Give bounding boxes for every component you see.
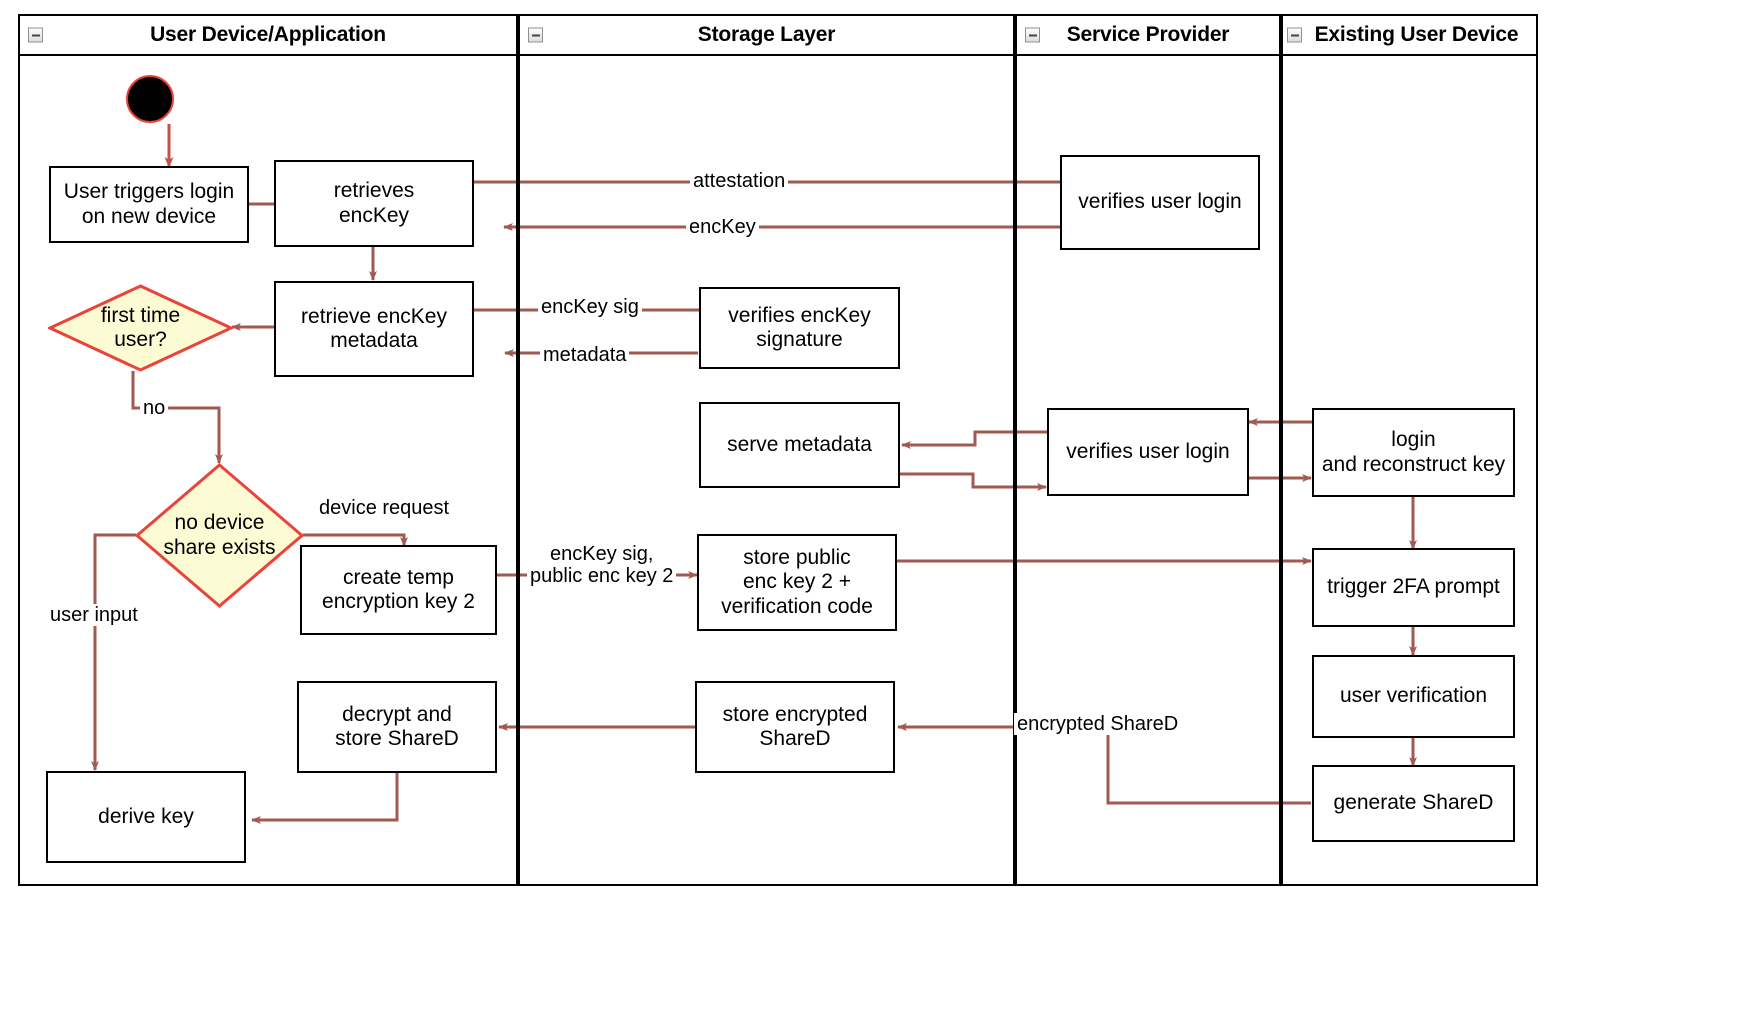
- edge-device-request: [303, 533, 408, 547]
- node-retrieves-enckey[interactable]: retrieves encKey: [274, 160, 474, 247]
- diamond-shape: [135, 463, 304, 608]
- node-login-and-reconstruct-key[interactable]: login and reconstruct key: [1312, 408, 1515, 497]
- node-verifies-user-login-2[interactable]: verifies user login: [1047, 408, 1249, 496]
- lane-title: Storage Layer: [697, 23, 836, 46]
- node-trigger-2fa-prompt[interactable]: trigger 2FA prompt: [1312, 548, 1515, 627]
- edge-encrypted-shared: [897, 723, 1311, 805]
- diamond-shape: [48, 284, 233, 372]
- node-user-verification[interactable]: user verification: [1312, 655, 1515, 738]
- edge-serve-metadata-to-sp: [900, 472, 1047, 491]
- start-node[interactable]: [126, 75, 174, 123]
- lane-header-user-device[interactable]: User Device/Application: [18, 14, 518, 56]
- node-derive-key[interactable]: derive key: [46, 771, 246, 863]
- edge-no-branch: [131, 371, 223, 464]
- node-user-triggers-login[interactable]: User triggers login on new device: [49, 166, 249, 243]
- collapse-icon[interactable]: [528, 27, 543, 43]
- node-label: no device share exists: [163, 511, 276, 559]
- lane-header-service-provider[interactable]: Service Provider: [1015, 14, 1281, 56]
- edge-label-attestation: attestation: [690, 170, 789, 192]
- edge-label-device-request: device request: [316, 497, 453, 519]
- node-label: first time user?: [100, 303, 181, 351]
- node-first-time-user[interactable]: first time user?: [48, 284, 233, 372]
- edge-label-encrypted-shared: encrypted ShareD: [1014, 713, 1182, 735]
- edge-label-metadata: metadata: [540, 344, 630, 366]
- collapse-icon[interactable]: [28, 27, 43, 43]
- lane-body-service-provider: [1015, 56, 1281, 886]
- edge-label-user-input: user input: [47, 604, 141, 626]
- edge-decrypt-to-derive: [251, 773, 399, 824]
- node-serve-metadata[interactable]: serve metadata: [699, 402, 900, 488]
- edge-label-enckey-sig-public-enc-key-2: encKey sig, public enc key 2: [527, 543, 677, 587]
- node-no-device-share-exists[interactable]: no device share exists: [135, 463, 304, 608]
- node-retrieve-enckey-metadata[interactable]: retrieve encKey metadata: [274, 281, 474, 377]
- collapse-icon[interactable]: [1287, 27, 1302, 43]
- lane-title: User Device/Application: [150, 23, 386, 46]
- node-verifies-user-login-1[interactable]: verifies user login: [1060, 155, 1260, 250]
- lane-title: Service Provider: [1066, 23, 1230, 46]
- edge-label-enckey: encKey: [686, 216, 759, 238]
- lane-body-storage-layer: [518, 56, 1015, 886]
- lane-body-existing-user-device: [1281, 56, 1538, 886]
- lane-header-existing-user-device[interactable]: Existing User Device: [1281, 14, 1538, 56]
- node-store-public-enc-key-2[interactable]: store public enc key 2 + verification co…: [697, 534, 897, 631]
- node-store-encrypted-shared[interactable]: store encrypted ShareD: [695, 681, 895, 773]
- edge-sp-to-serve-metadata: [901, 430, 1048, 449]
- edge-user-input: [91, 533, 136, 771]
- node-decrypt-and-store-shared[interactable]: decrypt and store ShareD: [297, 681, 497, 773]
- lane-header-storage-layer[interactable]: Storage Layer: [518, 14, 1015, 56]
- collapse-icon[interactable]: [1025, 27, 1040, 43]
- lane-title: Existing User Device: [1314, 23, 1519, 46]
- node-generate-shared[interactable]: generate ShareD: [1312, 765, 1515, 842]
- node-create-temp-encryption-key-2[interactable]: create temp encryption key 2: [300, 545, 497, 635]
- lane-body-user-device: [18, 56, 518, 886]
- node-verifies-enckey-signature[interactable]: verifies encKey signature: [699, 287, 900, 369]
- edge-label-enckey-sig: encKey sig: [538, 296, 642, 318]
- edge-label-no: no: [140, 397, 169, 419]
